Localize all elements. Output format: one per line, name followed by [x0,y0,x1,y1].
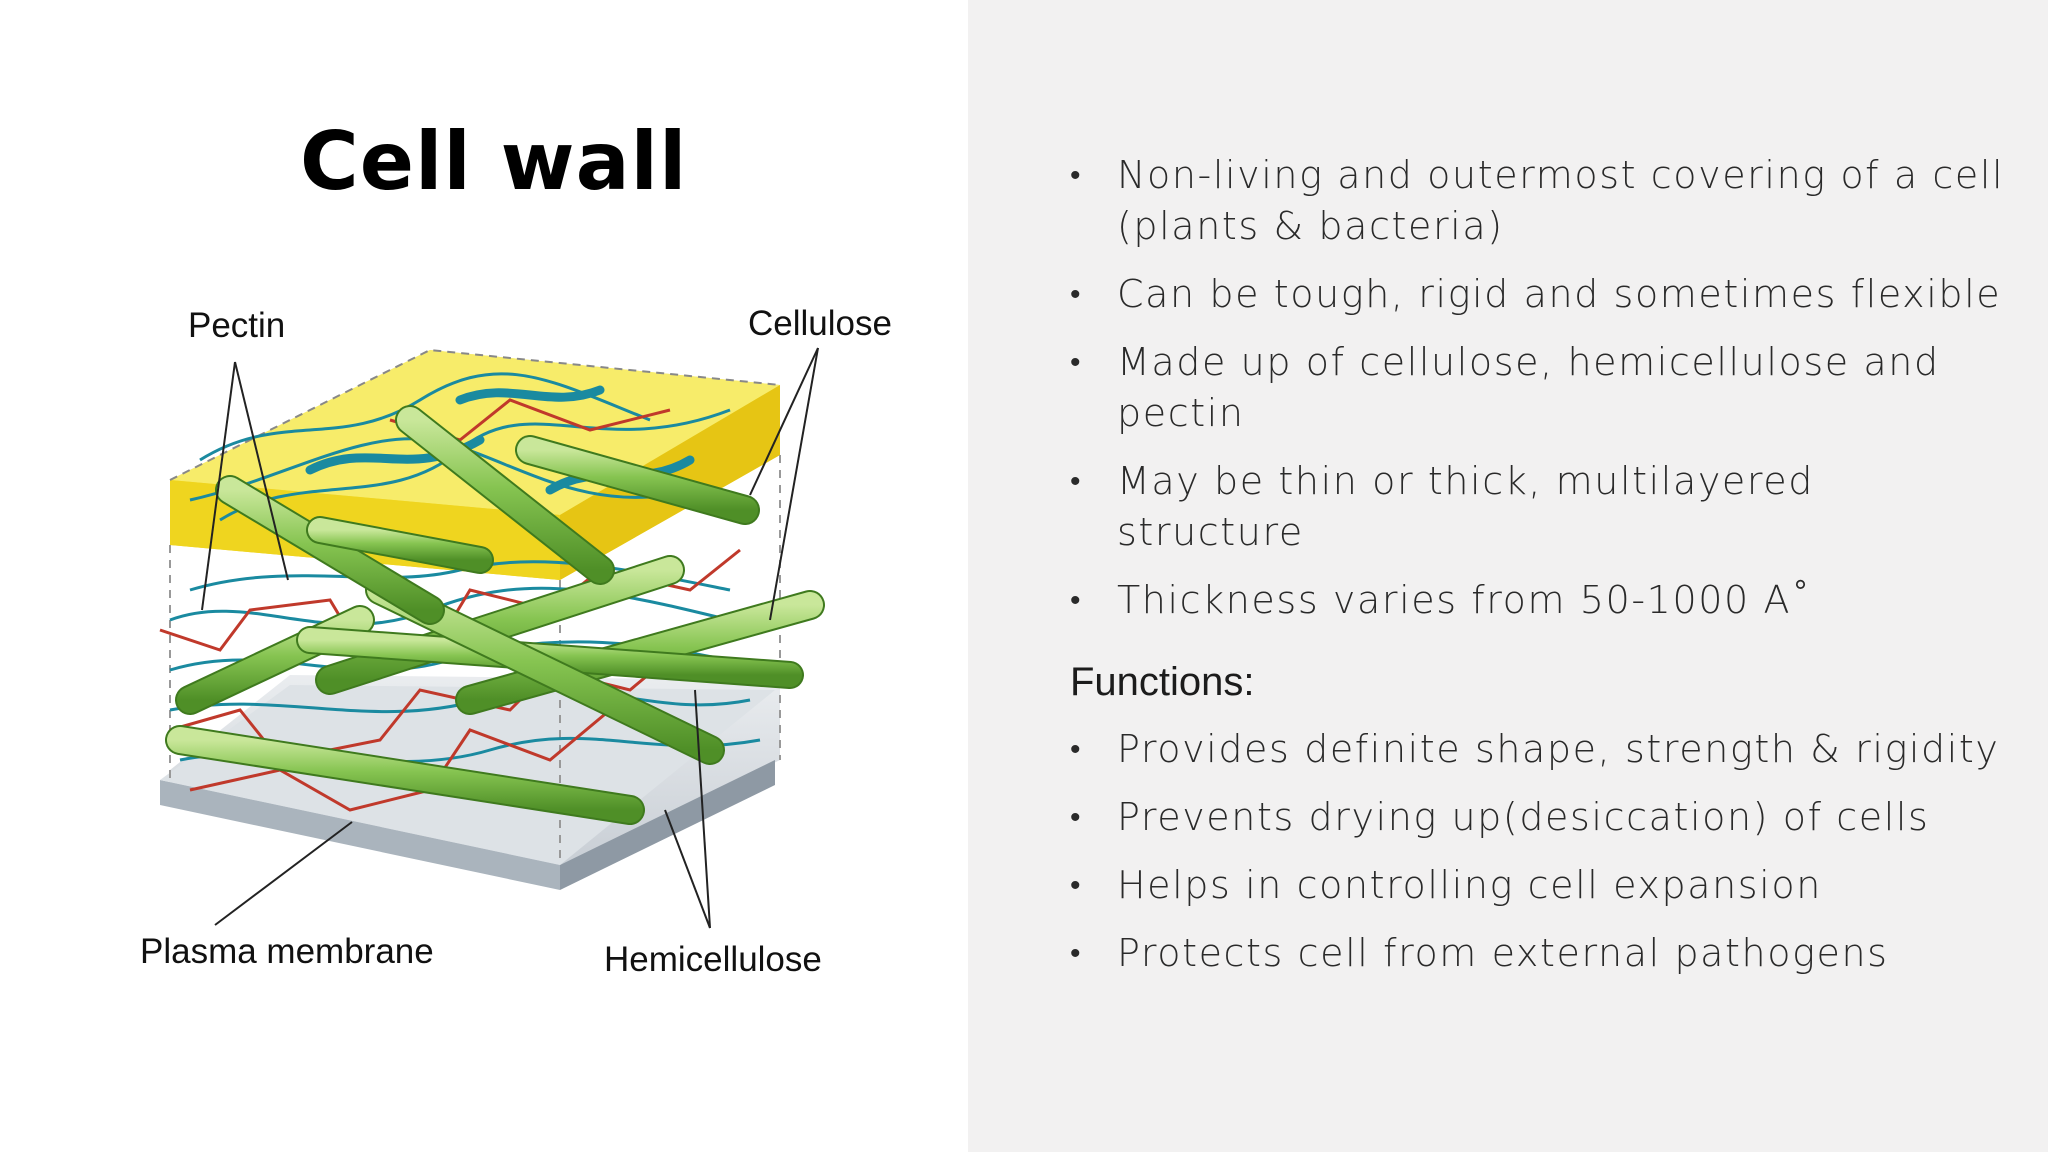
bullet-icon: • [1070,583,1083,618]
bullet-icon: • [1070,868,1083,903]
bullet-icon: • [1070,277,1083,312]
list-item: •Thickness varies from 50-1000 A˚ [1070,575,2010,626]
bullet-icon: • [1070,345,1083,380]
slide-title: Cell wall [300,115,688,208]
list-item: •Non-living and outermost covering of a … [1070,150,2010,252]
cellulose-label: Cellulose [748,304,892,343]
bullet-icon: • [1070,158,1083,193]
functions-list: •Provides definite shape, strength & rig… [1070,724,2010,996]
left-panel [0,0,968,1152]
bullet-icon: • [1070,732,1083,767]
list-item: •Made up of cellulose, hemicellulose and… [1070,337,2010,439]
list-item: •Can be tough, rigid and sometimes flexi… [1070,269,2010,320]
cell-wall-diagram: Pectin Cellulose Plasma membrane Hemicel… [130,290,892,1010]
cell-wall-illustration [159,347,825,929]
list-item: •May be thin or thick, multilayered stru… [1070,456,2010,558]
cellulose-fibers [165,405,825,825]
list-item: •Helps in controlling cell expansion [1070,860,2010,911]
hemicellulose-label: Hemicellulose [604,940,822,979]
right-panel [968,0,2048,1152]
functions-heading: Functions: [1070,660,1255,704]
bullet-icon: • [1070,464,1083,499]
bullet-icon: • [1070,936,1083,971]
pectin-label: Pectin [188,306,286,345]
bullet-icon: • [1070,800,1083,835]
list-item: •Protects cell from external pathogens [1070,928,2010,979]
list-item: •Prevents drying up(desiccation) of cell… [1070,792,2010,843]
list-item: •Provides definite shape, strength & rig… [1070,724,2010,775]
leader-lines [201,347,819,929]
properties-list: •Non-living and outermost covering of a … [1070,150,2010,643]
plasma-membrane-label: Plasma membrane [140,932,434,971]
